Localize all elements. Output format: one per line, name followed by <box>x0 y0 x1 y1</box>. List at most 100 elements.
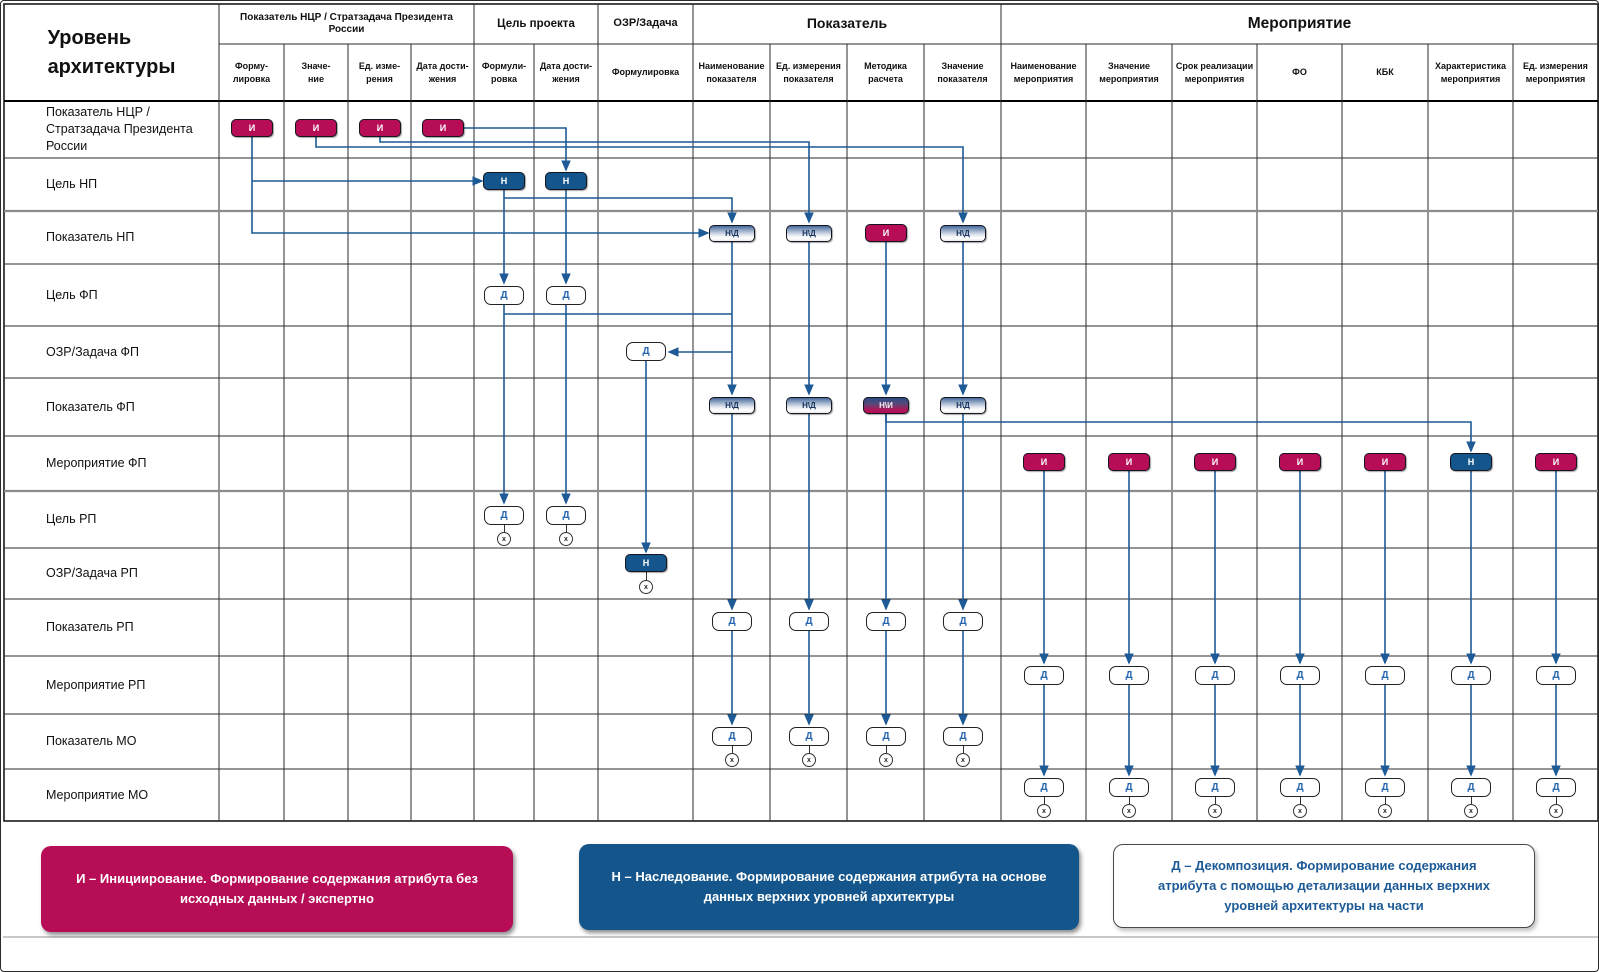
end-marker-icon: x <box>559 532 573 546</box>
badge-d[interactable]: Д <box>546 285 586 305</box>
badge-i[interactable]: И <box>1194 453 1236 471</box>
badge-n[interactable]: Н <box>1450 453 1492 471</box>
badge-ni[interactable]: Н\И <box>863 396 909 414</box>
badge-d[interactable]: Д <box>866 726 906 746</box>
column-group-g5: Мероприятие <box>1247 15 1352 33</box>
end-marker-icon: x <box>1037 804 1051 818</box>
end-marker-stub <box>1555 796 1557 805</box>
column-header-c8: Наименование показателя <box>698 61 765 84</box>
column-header-c3: Ед. изме- рения <box>358 61 401 84</box>
badge-i[interactable]: И <box>1023 453 1065 471</box>
badge-d[interactable]: Д <box>943 611 983 631</box>
badge-d[interactable]: Д <box>1109 665 1149 685</box>
legend-inheritance: Н – Наследование. Формирование содержани… <box>579 844 1079 930</box>
row-label-r12: Показатель МО <box>46 734 137 749</box>
badge-d[interactable]: Д <box>1280 777 1320 797</box>
badge-i[interactable]: И <box>295 119 337 137</box>
end-marker-stub <box>885 745 887 754</box>
legend-decomposition-text: Д – Декомпозиция. Формирование содержани… <box>1157 857 1491 914</box>
end-marker-icon: x <box>725 753 739 767</box>
row-label-r1: Показатель НЦР / Стратзадача Президента … <box>46 105 193 153</box>
end-marker-icon: x <box>1378 804 1392 818</box>
badge-d[interactable]: Д <box>1024 777 1064 797</box>
column-header-c10: Методика расчета <box>864 61 907 84</box>
badge-d[interactable]: Д <box>1109 777 1149 797</box>
badge-i[interactable]: И <box>422 119 464 137</box>
badge-d[interactable]: Д <box>484 285 524 305</box>
end-marker-icon: x <box>1293 804 1307 818</box>
legend-inheritance-text: Н – Наследование. Формирование содержани… <box>611 868 1047 904</box>
end-marker-icon: x <box>1464 804 1478 818</box>
badge-n[interactable]: Н <box>483 172 525 190</box>
row-label-r2: Цель НП <box>46 177 98 192</box>
badge-i[interactable]: И <box>359 119 401 137</box>
end-marker-stub <box>1299 796 1301 805</box>
badge-nd[interactable]: Н\Д <box>940 396 986 414</box>
badge-nd[interactable]: Н\Д <box>709 224 755 242</box>
row-label-r7: Мероприятие ФП <box>46 456 147 471</box>
badge-d[interactable]: Д <box>546 505 586 525</box>
badge-i[interactable]: И <box>1364 453 1406 471</box>
column-header-c7: Формулировка <box>611 67 680 78</box>
column-header-c13: Значение мероприятия <box>1099 61 1159 84</box>
column-group-g1: Показатель НЦР / Стратзадача Президента … <box>240 11 453 36</box>
badge-d[interactable]: Д <box>626 341 666 361</box>
badge-d[interactable]: Д <box>943 726 983 746</box>
end-marker-stub <box>1470 796 1472 805</box>
badge-d[interactable]: Д <box>1536 665 1576 685</box>
column-header-c11: Значение показателя <box>937 61 988 84</box>
badge-d[interactable]: Д <box>1451 665 1491 685</box>
end-marker-stub <box>731 745 733 754</box>
badge-i[interactable]: И <box>865 224 907 242</box>
row-label-r8: Цель РП <box>46 512 97 527</box>
badge-d[interactable]: Д <box>1280 665 1320 685</box>
badge-d[interactable]: Д <box>789 611 829 631</box>
end-marker-icon: x <box>1208 804 1222 818</box>
column-header-c9: Ед. измерения показателя <box>776 61 841 84</box>
end-marker-icon: x <box>802 753 816 767</box>
badge-n[interactable]: Н <box>545 172 587 190</box>
badge-n[interactable]: Н <box>625 554 667 572</box>
end-marker-icon: x <box>879 753 893 767</box>
row-label-r3: Показатель НП <box>46 230 135 245</box>
badge-d[interactable]: Д <box>789 726 829 746</box>
badge-nd[interactable]: Н\Д <box>786 396 832 414</box>
badge-nd[interactable]: Н\Д <box>786 224 832 242</box>
column-header-c17: Характеристика мероприятия <box>1435 61 1506 84</box>
end-marker-stub <box>503 524 505 533</box>
badge-d[interactable]: Д <box>1024 665 1064 685</box>
badge-d[interactable]: Д <box>1536 777 1576 797</box>
column-header-c4: Дата дости- жения <box>416 61 469 84</box>
end-marker-stub <box>1043 796 1045 805</box>
column-header-c12: Наименование мероприятия <box>1010 61 1077 84</box>
badge-nd[interactable]: Н\Д <box>709 396 755 414</box>
badge-nd[interactable]: Н\Д <box>940 224 986 242</box>
badge-i[interactable]: И <box>1535 453 1577 471</box>
badge-d[interactable]: Д <box>712 611 752 631</box>
column-header-c6: Дата дости- жения <box>539 61 593 84</box>
row-label-r4: Цель ФП <box>46 287 98 302</box>
end-marker-icon: x <box>639 580 653 594</box>
column-header-c18: Ед. измерения мероприятия <box>1523 61 1588 84</box>
column-header-c5: Формули- ровка <box>481 61 527 84</box>
badge-d[interactable]: Д <box>484 505 524 525</box>
end-marker-stub <box>962 745 964 754</box>
badge-i[interactable]: И <box>1279 453 1321 471</box>
badge-d[interactable]: Д <box>1195 665 1235 685</box>
badge-d[interactable]: Д <box>1195 777 1235 797</box>
badge-i[interactable]: И <box>1108 453 1150 471</box>
column-header-c14: Срок реализации мероприятия <box>1175 61 1254 84</box>
end-marker-stub <box>1128 796 1130 805</box>
legend-initiation: И – Инициирование. Формирование содержан… <box>41 846 513 932</box>
end-marker-icon: x <box>497 532 511 546</box>
badge-d[interactable]: Д <box>1365 665 1405 685</box>
end-marker-stub <box>808 745 810 754</box>
badge-d[interactable]: Д <box>1451 777 1491 797</box>
row-label-r11: Мероприятие РП <box>46 677 146 692</box>
end-marker-stub <box>645 572 647 581</box>
badge-d[interactable]: Д <box>866 611 906 631</box>
badge-i[interactable]: И <box>231 119 273 137</box>
badge-d[interactable]: Д <box>1365 777 1405 797</box>
column-header-c15: ФО <box>1292 67 1307 78</box>
badge-d[interactable]: Д <box>712 726 752 746</box>
